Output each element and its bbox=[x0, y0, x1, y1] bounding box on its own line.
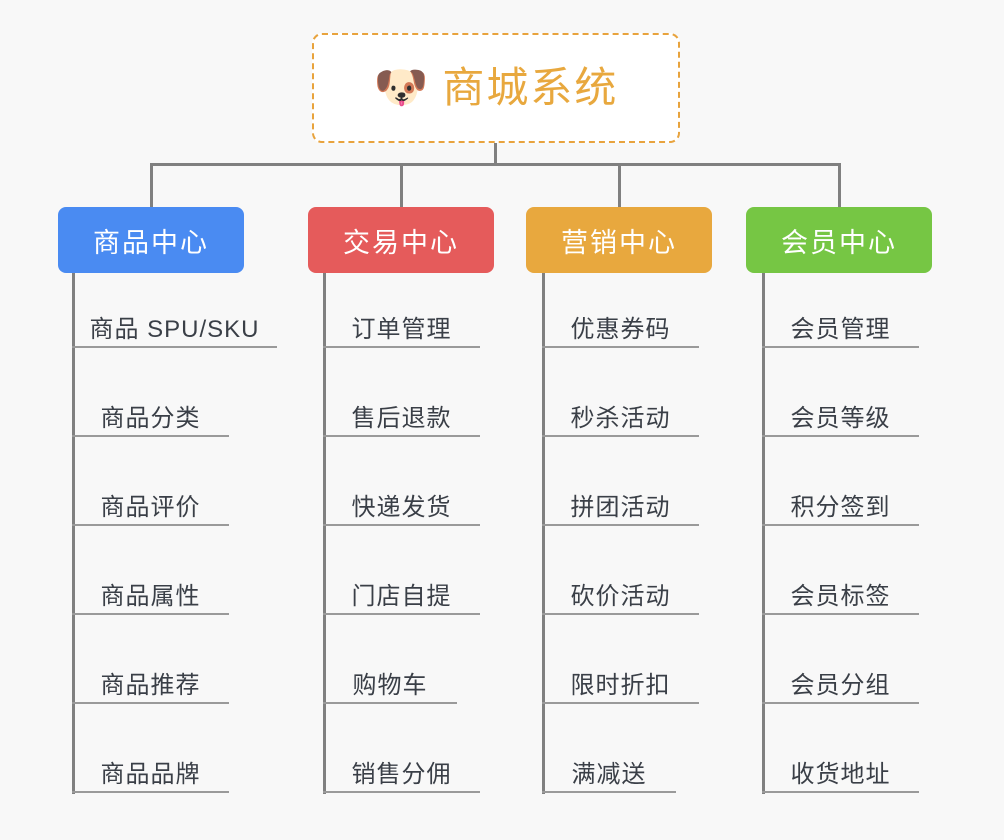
leaf-label: 商品分类 bbox=[100, 405, 201, 433]
leaf-item-marketing-2[interactable]: 秒杀活动 bbox=[542, 389, 699, 437]
leaf-label: 商品推荐 bbox=[100, 672, 201, 700]
distribution-bar-line bbox=[150, 163, 840, 166]
leaf-item-trade-4[interactable]: 门店自提 bbox=[323, 567, 480, 615]
leaf-item-product-1[interactable]: 商品 SPU/SKU bbox=[72, 300, 277, 348]
branch-drop-line-1 bbox=[150, 163, 153, 209]
leaf-item-product-5[interactable]: 商品推荐 bbox=[72, 656, 229, 704]
branch-drop-line-3 bbox=[618, 163, 621, 209]
leaf-item-product-4[interactable]: 商品属性 bbox=[72, 567, 229, 615]
category-title-product-center: 商品中心 bbox=[93, 227, 209, 258]
root-node[interactable]: 🐶 商城系统 bbox=[312, 33, 680, 143]
leaf-label: 订单管理 bbox=[351, 316, 452, 344]
leaf-item-marketing-1[interactable]: 优惠券码 bbox=[542, 300, 699, 348]
leaf-label: 会员等级 bbox=[790, 405, 891, 433]
leaf-item-marketing-6[interactable]: 满减送 bbox=[542, 745, 676, 793]
leaf-item-trade-6[interactable]: 销售分佣 bbox=[323, 745, 480, 793]
leaf-item-member-2[interactable]: 会员等级 bbox=[762, 389, 919, 437]
leaf-item-marketing-5[interactable]: 限时折扣 bbox=[542, 656, 699, 704]
leaf-label: 商品评价 bbox=[100, 494, 201, 522]
category-title-trade-center: 交易中心 bbox=[343, 227, 459, 258]
leaf-label: 售后退款 bbox=[351, 405, 452, 433]
leaf-item-member-5[interactable]: 会员分组 bbox=[762, 656, 919, 704]
leaf-label: 秒杀活动 bbox=[570, 405, 671, 433]
shiba-dog-face-icon: 🐶 bbox=[373, 63, 429, 112]
leaf-label: 收货地址 bbox=[790, 761, 891, 789]
column-trunk-line-4 bbox=[762, 273, 765, 794]
category-box-marketing-center[interactable]: 营销中心 bbox=[526, 207, 712, 273]
category-box-member-center[interactable]: 会员中心 bbox=[746, 207, 932, 273]
leaf-label: 积分签到 bbox=[790, 494, 891, 522]
leaf-item-member-1[interactable]: 会员管理 bbox=[762, 300, 919, 348]
column-trunk-line-3 bbox=[542, 273, 545, 794]
leaf-label: 门店自提 bbox=[351, 583, 452, 611]
leaf-label: 满减送 bbox=[571, 761, 647, 789]
leaf-label: 会员分组 bbox=[790, 672, 891, 700]
leaf-label: 购物车 bbox=[352, 672, 428, 700]
leaf-label: 限时折扣 bbox=[570, 672, 671, 700]
category-title-marketing-center: 营销中心 bbox=[561, 227, 677, 258]
leaf-label: 砍价活动 bbox=[570, 583, 671, 611]
leaf-item-marketing-4[interactable]: 砍价活动 bbox=[542, 567, 699, 615]
leaf-item-marketing-3[interactable]: 拼团活动 bbox=[542, 478, 699, 526]
leaf-label: 拼团活动 bbox=[570, 494, 671, 522]
leaf-item-product-6[interactable]: 商品品牌 bbox=[72, 745, 229, 793]
leaf-label: 会员标签 bbox=[790, 583, 891, 611]
leaf-label: 快递发货 bbox=[351, 494, 452, 522]
leaf-label: 会员管理 bbox=[790, 316, 891, 344]
column-trunk-line-2 bbox=[323, 273, 326, 794]
root-title: 商城系统 bbox=[442, 64, 619, 111]
root-stem-line bbox=[494, 143, 497, 165]
leaf-label: 商品属性 bbox=[100, 583, 201, 611]
leaf-item-trade-1[interactable]: 订单管理 bbox=[323, 300, 480, 348]
leaf-item-member-3[interactable]: 积分签到 bbox=[762, 478, 919, 526]
category-box-product-center[interactable]: 商品中心 bbox=[58, 207, 244, 273]
branch-drop-line-2 bbox=[400, 163, 403, 209]
leaf-item-trade-5[interactable]: 购物车 bbox=[323, 656, 457, 704]
leaf-item-member-6[interactable]: 收货地址 bbox=[762, 745, 919, 793]
leaf-item-trade-3[interactable]: 快递发货 bbox=[323, 478, 480, 526]
leaf-item-product-2[interactable]: 商品分类 bbox=[72, 389, 229, 437]
leaf-label: 商品 SPU/SKU bbox=[89, 316, 260, 344]
category-box-trade-center[interactable]: 交易中心 bbox=[308, 207, 494, 273]
leaf-item-trade-2[interactable]: 售后退款 bbox=[323, 389, 480, 437]
category-title-member-center: 会员中心 bbox=[781, 227, 897, 258]
leaf-label: 优惠券码 bbox=[570, 316, 671, 344]
leaf-label: 销售分佣 bbox=[351, 761, 452, 789]
leaf-label: 商品品牌 bbox=[100, 761, 201, 789]
branch-drop-line-4 bbox=[838, 163, 841, 209]
column-trunk-line-1 bbox=[72, 273, 75, 794]
leaf-item-member-4[interactable]: 会员标签 bbox=[762, 567, 919, 615]
leaf-item-product-3[interactable]: 商品评价 bbox=[72, 478, 229, 526]
